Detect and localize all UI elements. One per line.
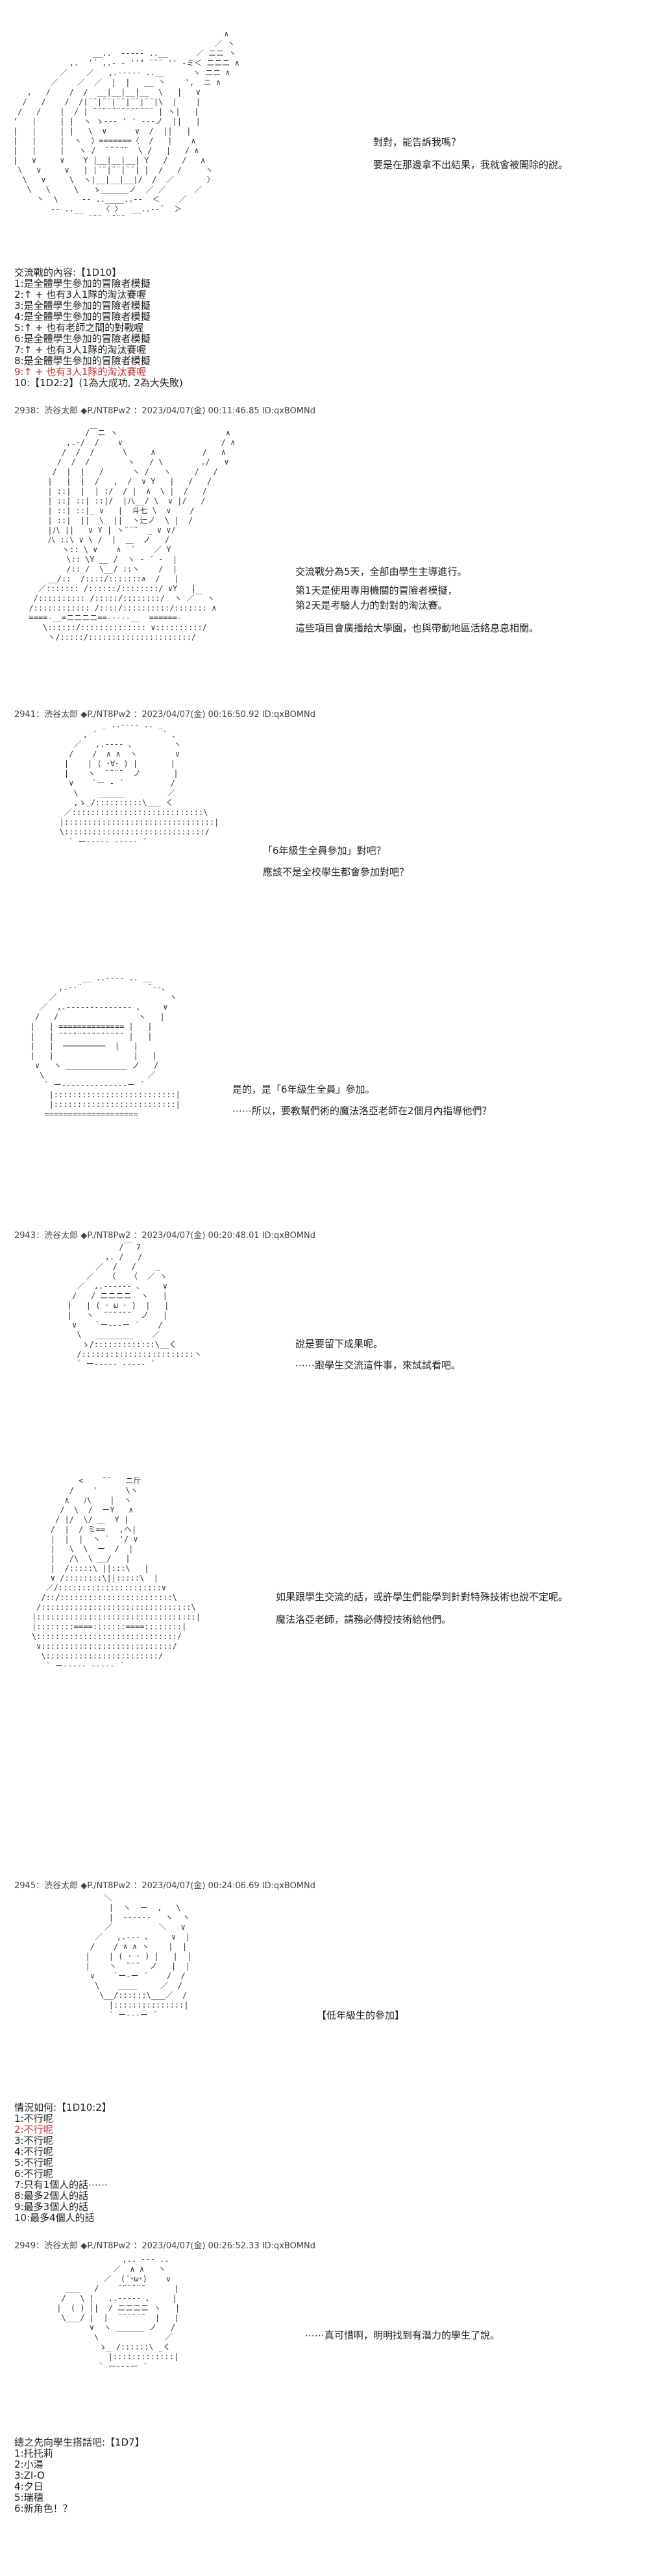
list-item: 2:小湯	[14, 2459, 43, 2470]
list-item: 8:最多2個人的話	[14, 2190, 89, 2202]
list-item: 3:ZI-O	[14, 2470, 45, 2481]
dialog-s3: 「6年級生全員參加」對吧？ 應該不是全校學生都會參加對吧？	[263, 844, 587, 880]
dialog-line: 交流戰分為5天，全部由學生主導進行。	[295, 566, 467, 577]
list-item: 2:不行呢	[14, 2124, 53, 2135]
dialog-line: 是的，是「6年級生全員」參加。	[232, 1084, 375, 1095]
ascii-art-figure-4: __ ..-‐‐- .. __ ,.-‐¨ ¨‐-、 ／ ヽ ／ ,.-‐‐‐‐…	[30, 973, 180, 1119]
post-header: 2943：渋谷太郎 ◆P./NT8Pw2 ：2023/04/07(金) 00:2…	[14, 1231, 316, 1241]
dialog-s6: 如果跟學生交流的話，或許學生們能學到針對特殊技術也說不定呢。 魔法洛亞老師，請務…	[276, 1590, 639, 1627]
list-item: 5:不行呢	[14, 2157, 53, 2169]
ascii-art-figure-8: ,.. -‐- .. ／ ∧ ∧ ヽ ／ (´･ω･) ∨ ___ / ¨¨¨¨…	[56, 2255, 180, 2371]
dialog-line: ⋯⋯跟學生交流這件事，來試試看吧。	[295, 1359, 461, 1371]
list-item: 9:最多3個人的話	[14, 2201, 89, 2213]
dialog-line: 要是在那邊拿不出結果，我就會被開除的說。	[373, 159, 569, 171]
list-item: 7:只有1個人的話⋯⋯	[14, 2179, 108, 2191]
ascii-art-figure-2: /￣ニ ヽ ∧ ,.-/ / ∨ / ∧ / / / \ ∧ / ∧ / / /…	[29, 428, 236, 642]
post-header: 2938：渋谷太郎 ◆P./NT8Pw2 ：2023/04/07(金) 00:1…	[14, 406, 316, 416]
list-item: 4:不行呢	[14, 2146, 53, 2157]
list-item: 5:↑ + 也有老師之間的對戰喔	[14, 322, 144, 334]
dialog-s5: 說是要留下成果呢。 ⋯⋯跟學生交流這件事，來試試看吧。	[295, 1337, 620, 1373]
dialog-s2: 交流戰分為5天，全部由學生主導進行。 第1天是使用專用機關的冒險者模擬， 第2天…	[295, 565, 639, 644]
dialog-line: ⋯⋯真可惜啊，明明找到有潛力的學生了說。	[305, 2329, 500, 2341]
dialog-line: 說是要留下成果呢。	[295, 1338, 384, 1350]
dialog-line: 【低年級生的參加】	[317, 2010, 405, 2021]
list-header: 總之先向學生搭話吧:【1D7】	[14, 2436, 145, 2448]
dialog-line: 如果跟學生交流的話，或許學生們能學到針對特殊技術也說不定呢。	[276, 1591, 569, 1603]
dialog-line: 應該不是全校學生都會參加對吧？	[263, 866, 410, 878]
list-item: 4:是全體學生參加的冒險者模擬	[14, 311, 151, 322]
post-header: 2949：渋谷太郎 ◆P./NT8Pw2 ：2023/04/07(金) 00:2…	[14, 2241, 316, 2251]
post-header: 2941：渋谷太郎 ◆P./NT8Pw2 ：2023/04/07(金) 00:1…	[14, 710, 316, 720]
dialog-line: 對對，能告訴我嗎？	[373, 136, 461, 148]
list-item: 4:夕日	[14, 2481, 43, 2492]
ascii-art-figure-5: /￣ 7 ,. / / ／ / / _ ／ 〈 〈 ／ ヽ ／ ,.-‐‐‐‐-…	[67, 1243, 202, 1368]
dialog-line: ⋯⋯所以，要教幫們術的魔法洛亞老師在2個月內指導他們？	[232, 1105, 492, 1117]
dialog-s7: 【低年級生的參加】	[317, 2008, 511, 2023]
list-item: 6:不行呢	[14, 2168, 53, 2180]
list-item: 5:瑞穗	[14, 2492, 43, 2503]
list-header: 情況如何:【1D10:2】	[14, 2102, 112, 2113]
list-item: 2:↑ + 也有3人1隊的淘汰賽喔	[14, 289, 147, 300]
list-item: 3:是全體學生參加的冒險者模擬	[14, 300, 151, 311]
dialog-s8: ⋯⋯真可惜啊，明明找到有潛力的學生了說。	[305, 2328, 643, 2343]
dialog-line: 第2天是考驗人力的對對的淘汰賽。	[295, 600, 448, 611]
ascii-art-figure-6: < ¯¯ ニ斤 / ' \ヽ ∧ 八 | ヽ / \ / ーY ∧ / |/ \…	[31, 1476, 201, 1670]
dialog-line: 「6年級生全員參加」對吧？	[263, 845, 386, 857]
dialog-s4: 是的，是「6年級生全員」參加。 ⋯⋯所以，要教幫們術的魔法洛亞老師在2個月內指導…	[232, 1082, 635, 1119]
ascii-art-figure-7: ＼ | ヽ ー , \ | ------ ヽ ヽ ／ ＼ ∨ ／ ,.-‐- 、…	[85, 1893, 192, 2019]
list-item: 1:是全體學生參加的冒險者模擬	[14, 278, 151, 289]
list-header: 交流戰的內容:【1D10】	[14, 267, 122, 278]
post-header: 2945：渋谷太郎 ◆P./NT8Pw2 ：2023/04/07(金) 00:2…	[14, 1881, 316, 1891]
list-item: 6:新角色！？	[14, 2503, 73, 2514]
list-item: 8:是全體學生參加的冒險者模擬	[14, 355, 151, 367]
dialog-line: 這些項目會廣播給大學園，也與帶動地區活絡息息相關。	[295, 622, 539, 634]
list-item: 6:是全體學生參加的冒險者模擬	[14, 333, 151, 345]
dialog-line: 第1天是使用專用機關的冒險者模擬，	[295, 585, 458, 596]
list-item: 10:【1D2:2】(1為大成功, 2為大失敗)	[14, 377, 183, 389]
list-item: 3:不行呢	[14, 2135, 53, 2146]
list-item: 1:托托莉	[14, 2448, 53, 2459]
dialog-s1: 對對，能告訴我嗎？ 要是在那邊拿不出結果，我就會被開除的說。	[373, 135, 633, 180]
list-item: 10:最多4個人的話	[14, 2212, 95, 2224]
dialog-line: 魔法洛亞老師，請務必傳授技術給他們。	[276, 1614, 452, 1625]
list-item: 9:↑ + 也有3人1隊的淘汰賽喔	[14, 366, 147, 378]
ascii-art-figure-1: ∧ ／ ヽ __.. -‐‐‐- ..__ ／ ニニ ヽ ,. '´ ,.- ‐…	[13, 29, 239, 223]
ascii-art-figure-3: _ ..-‐‐- .. _ , ´ ` 、 ／ ,.-‐‐- 、 ヽ / / ∧…	[59, 720, 219, 846]
list-item: 1:不行呢	[14, 2113, 53, 2124]
list-item: 7:↑ + 也有3人1隊的淘汰賽喔	[14, 344, 147, 356]
